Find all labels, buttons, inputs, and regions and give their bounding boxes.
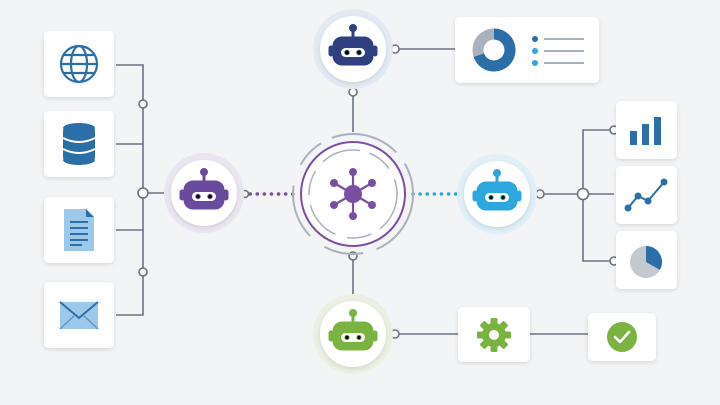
agent-node-right — [457, 154, 537, 234]
output-card-bar-chart — [616, 101, 677, 159]
agent-node-left — [164, 153, 244, 233]
hub-outer-ring — [292, 133, 414, 255]
legend-list-icon — [532, 36, 584, 66]
source-card-mail — [44, 282, 114, 348]
output-card-line-chart — [616, 166, 677, 224]
top-output-card — [455, 17, 599, 83]
source-card-database — [44, 111, 114, 177]
gear-card — [458, 307, 530, 362]
gear-icon — [477, 318, 511, 352]
line-chart-icon — [624, 178, 668, 212]
agent-node-top — [313, 9, 393, 89]
output-card-pie-chart — [616, 231, 677, 289]
source-card-globe — [44, 31, 114, 97]
bar-chart-icon — [630, 117, 661, 145]
source-card-document — [44, 197, 114, 263]
document-icon — [64, 209, 94, 251]
donut-chart-icon — [472, 28, 516, 72]
globe-icon — [59, 44, 99, 84]
mail-icon — [59, 301, 99, 330]
check-card — [588, 313, 656, 361]
agent-node-bottom — [313, 294, 393, 374]
hub-inner-ring — [308, 149, 398, 239]
network-hub-icon — [330, 168, 376, 220]
pie-chart-icon — [630, 246, 662, 278]
central-hub — [292, 133, 414, 255]
checkmark-icon — [607, 322, 637, 352]
database-icon — [62, 123, 96, 165]
